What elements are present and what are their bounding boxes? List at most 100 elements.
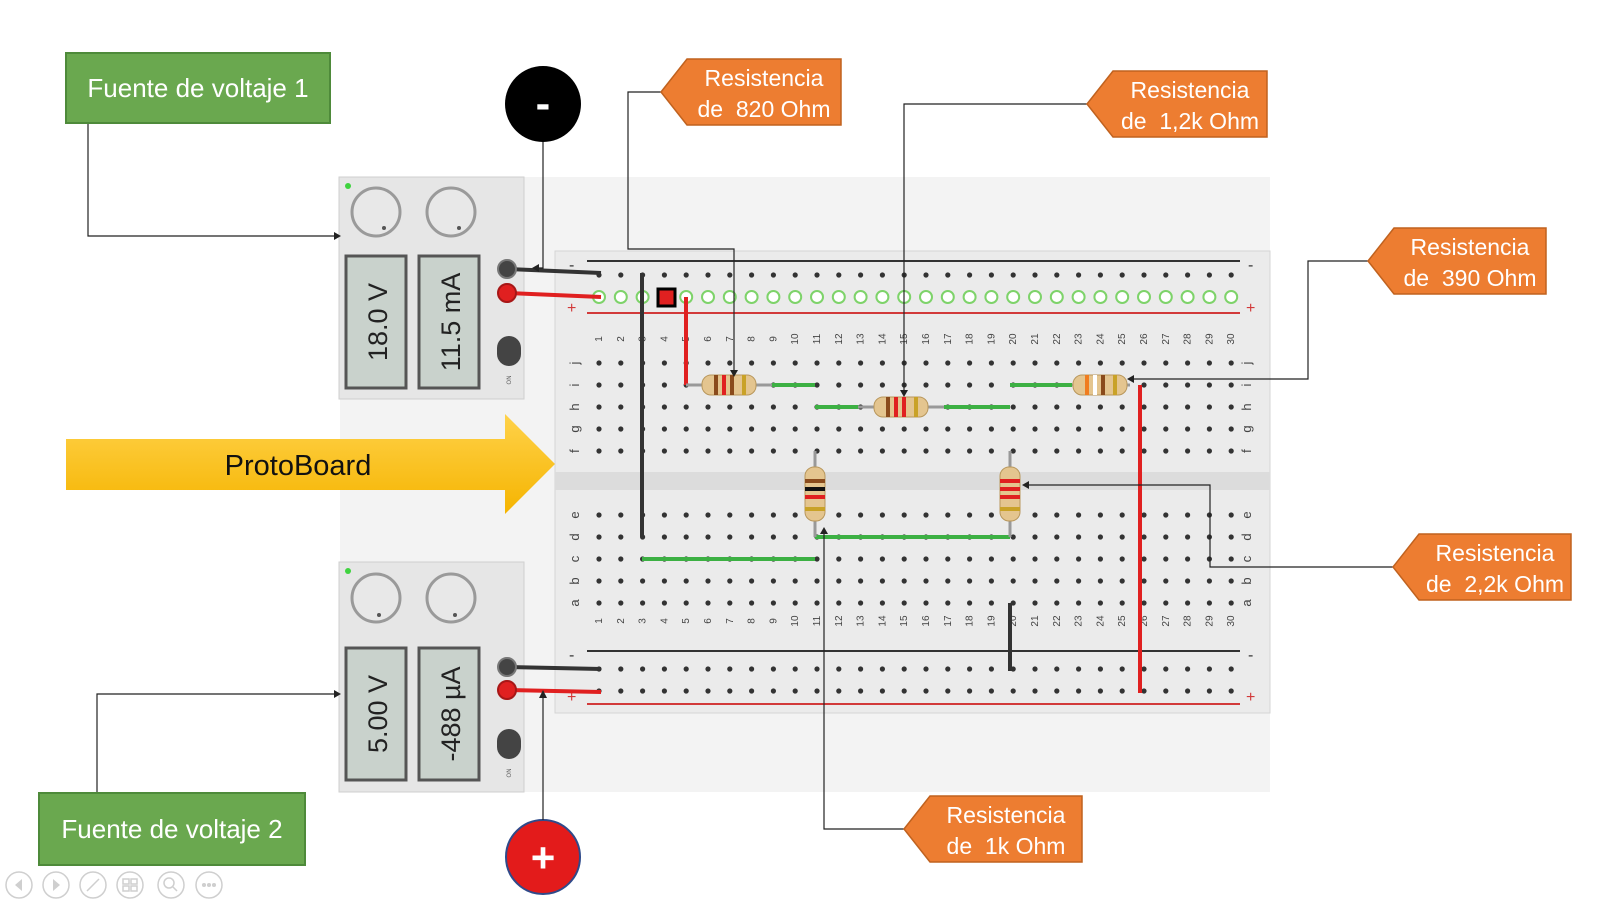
breadboard-hole[interactable] xyxy=(836,556,842,562)
breadboard-hole[interactable] xyxy=(1228,512,1234,518)
breadboard-hole[interactable] xyxy=(988,578,995,584)
breadboard-hole[interactable] xyxy=(1228,448,1234,454)
breadboard-hole[interactable] xyxy=(879,600,886,606)
breadboard-hole[interactable] xyxy=(1032,360,1038,366)
breadboard-hole[interactable] xyxy=(1185,578,1191,584)
breadboard-hole[interactable] xyxy=(683,512,689,518)
rail-hole-minus[interactable] xyxy=(640,666,646,672)
breadboard-hole[interactable] xyxy=(1119,426,1125,432)
rail-hole-minus[interactable] xyxy=(749,666,755,672)
breadboard-hole[interactable] xyxy=(814,360,820,366)
breadboard-hole[interactable] xyxy=(1010,404,1016,410)
breadboard-hole[interactable] xyxy=(1141,404,1147,410)
breadboard-hole[interactable] xyxy=(1076,512,1082,518)
breadboard-hole[interactable] xyxy=(705,360,711,366)
rail-hole-minus[interactable] xyxy=(1119,272,1125,278)
breadboard-hole[interactable] xyxy=(792,448,798,454)
breadboard-hole[interactable] xyxy=(988,512,995,518)
breadboard-hole[interactable] xyxy=(596,600,602,606)
rail-hole-plus[interactable] xyxy=(879,688,886,694)
rail-hole-minus[interactable] xyxy=(727,666,733,672)
rail-hole-minus[interactable] xyxy=(1119,666,1125,672)
breadboard-hole[interactable] xyxy=(749,360,755,366)
breadboard-hole[interactable] xyxy=(749,578,755,584)
breadboard-hole[interactable] xyxy=(1097,534,1103,540)
rail-hole-minus[interactable] xyxy=(814,272,820,278)
breadboard-hole[interactable] xyxy=(749,512,755,518)
rail-hole-plus[interactable] xyxy=(1097,688,1103,694)
breadboard-hole[interactable] xyxy=(596,360,602,366)
breadboard-hole[interactable] xyxy=(1076,534,1082,540)
breadboard-hole[interactable] xyxy=(618,360,624,366)
breadboard-hole[interactable] xyxy=(596,448,602,454)
breadboard-hole[interactable] xyxy=(1076,578,1082,584)
breadboard-hole[interactable] xyxy=(879,448,886,454)
rail-hole-plus[interactable] xyxy=(683,688,689,694)
breadboard-hole[interactable] xyxy=(967,382,973,388)
rail-hole-minus[interactable] xyxy=(836,666,842,672)
breadboard-hole[interactable] xyxy=(792,360,798,366)
rail-hole-plus[interactable] xyxy=(618,688,624,694)
breadboard-hole[interactable] xyxy=(683,426,689,432)
rail-hole-plus[interactable] xyxy=(1228,688,1234,694)
breadboard-hole[interactable] xyxy=(1163,556,1169,562)
breadboard-hole[interactable] xyxy=(1119,404,1125,410)
breadboard-hole[interactable] xyxy=(1228,426,1234,432)
rail-hole-minus[interactable] xyxy=(945,272,951,278)
breadboard-hole[interactable] xyxy=(1076,600,1082,606)
breadboard-hole[interactable] xyxy=(945,578,951,584)
breadboard-hole[interactable] xyxy=(1032,404,1038,410)
rail-hole-plus[interactable] xyxy=(1163,688,1169,694)
breadboard-hole[interactable] xyxy=(661,426,668,432)
breadboard-hole[interactable] xyxy=(1228,556,1234,562)
rail-hole-plus[interactable] xyxy=(1076,688,1082,694)
breadboard-hole[interactable] xyxy=(705,578,711,584)
breadboard-hole[interactable] xyxy=(988,382,995,388)
breadboard-hole[interactable] xyxy=(1141,382,1147,388)
breadboard-hole[interactable] xyxy=(705,600,711,606)
breadboard-hole[interactable] xyxy=(596,426,602,432)
breadboard-hole[interactable] xyxy=(1054,512,1060,518)
breadboard-hole[interactable] xyxy=(1032,556,1038,562)
breadboard-hole[interactable] xyxy=(1228,600,1234,606)
breadboard-hole[interactable] xyxy=(945,448,951,454)
rail-hole-minus[interactable] xyxy=(1206,666,1212,672)
breadboard-hole[interactable] xyxy=(1010,578,1016,584)
breadboard-hole[interactable] xyxy=(727,360,733,366)
breadboard-hole[interactable] xyxy=(1097,556,1103,562)
breadboard-hole[interactable] xyxy=(770,426,777,432)
breadboard-hole[interactable] xyxy=(661,512,668,518)
breadboard-hole[interactable] xyxy=(879,426,886,432)
breadboard-hole[interactable] xyxy=(1141,448,1147,454)
breadboard-hole[interactable] xyxy=(1076,426,1082,432)
breadboard-hole[interactable] xyxy=(879,512,886,518)
breadboard-hole[interactable] xyxy=(836,360,842,366)
breadboard-hole[interactable] xyxy=(596,512,602,518)
breadboard-hole[interactable] xyxy=(945,512,951,518)
breadboard-hole[interactable] xyxy=(1119,578,1125,584)
breadboard-hole[interactable] xyxy=(683,578,689,584)
breadboard-hole[interactable] xyxy=(661,600,668,606)
breadboard-hole[interactable] xyxy=(1163,600,1169,606)
breadboard-hole[interactable] xyxy=(967,448,973,454)
breadboard-hole[interactable] xyxy=(770,578,777,584)
breadboard-hole[interactable] xyxy=(988,448,995,454)
rail-hole-plus[interactable] xyxy=(836,688,842,694)
rail-hole-minus[interactable] xyxy=(727,272,733,278)
breadboard-hole[interactable] xyxy=(661,534,668,540)
breadboard-hole[interactable] xyxy=(618,600,624,606)
rail-hole-minus[interactable] xyxy=(749,272,755,278)
rail-hole-minus[interactable] xyxy=(1076,666,1082,672)
rail-hole-minus[interactable] xyxy=(770,272,777,278)
breadboard-hole[interactable] xyxy=(945,426,951,432)
rail-hole-minus[interactable] xyxy=(1054,666,1060,672)
breadboard-hole[interactable] xyxy=(988,556,995,562)
breadboard-hole[interactable] xyxy=(1119,448,1125,454)
rail-hole-minus[interactable] xyxy=(1097,272,1103,278)
breadboard-hole[interactable] xyxy=(661,578,668,584)
breadboard-hole[interactable] xyxy=(1228,404,1234,410)
breadboard-hole[interactable] xyxy=(1163,534,1169,540)
rail-hole-minus[interactable] xyxy=(1228,272,1234,278)
breadboard-hole[interactable] xyxy=(1076,556,1082,562)
breadboard-hole[interactable] xyxy=(858,556,864,562)
